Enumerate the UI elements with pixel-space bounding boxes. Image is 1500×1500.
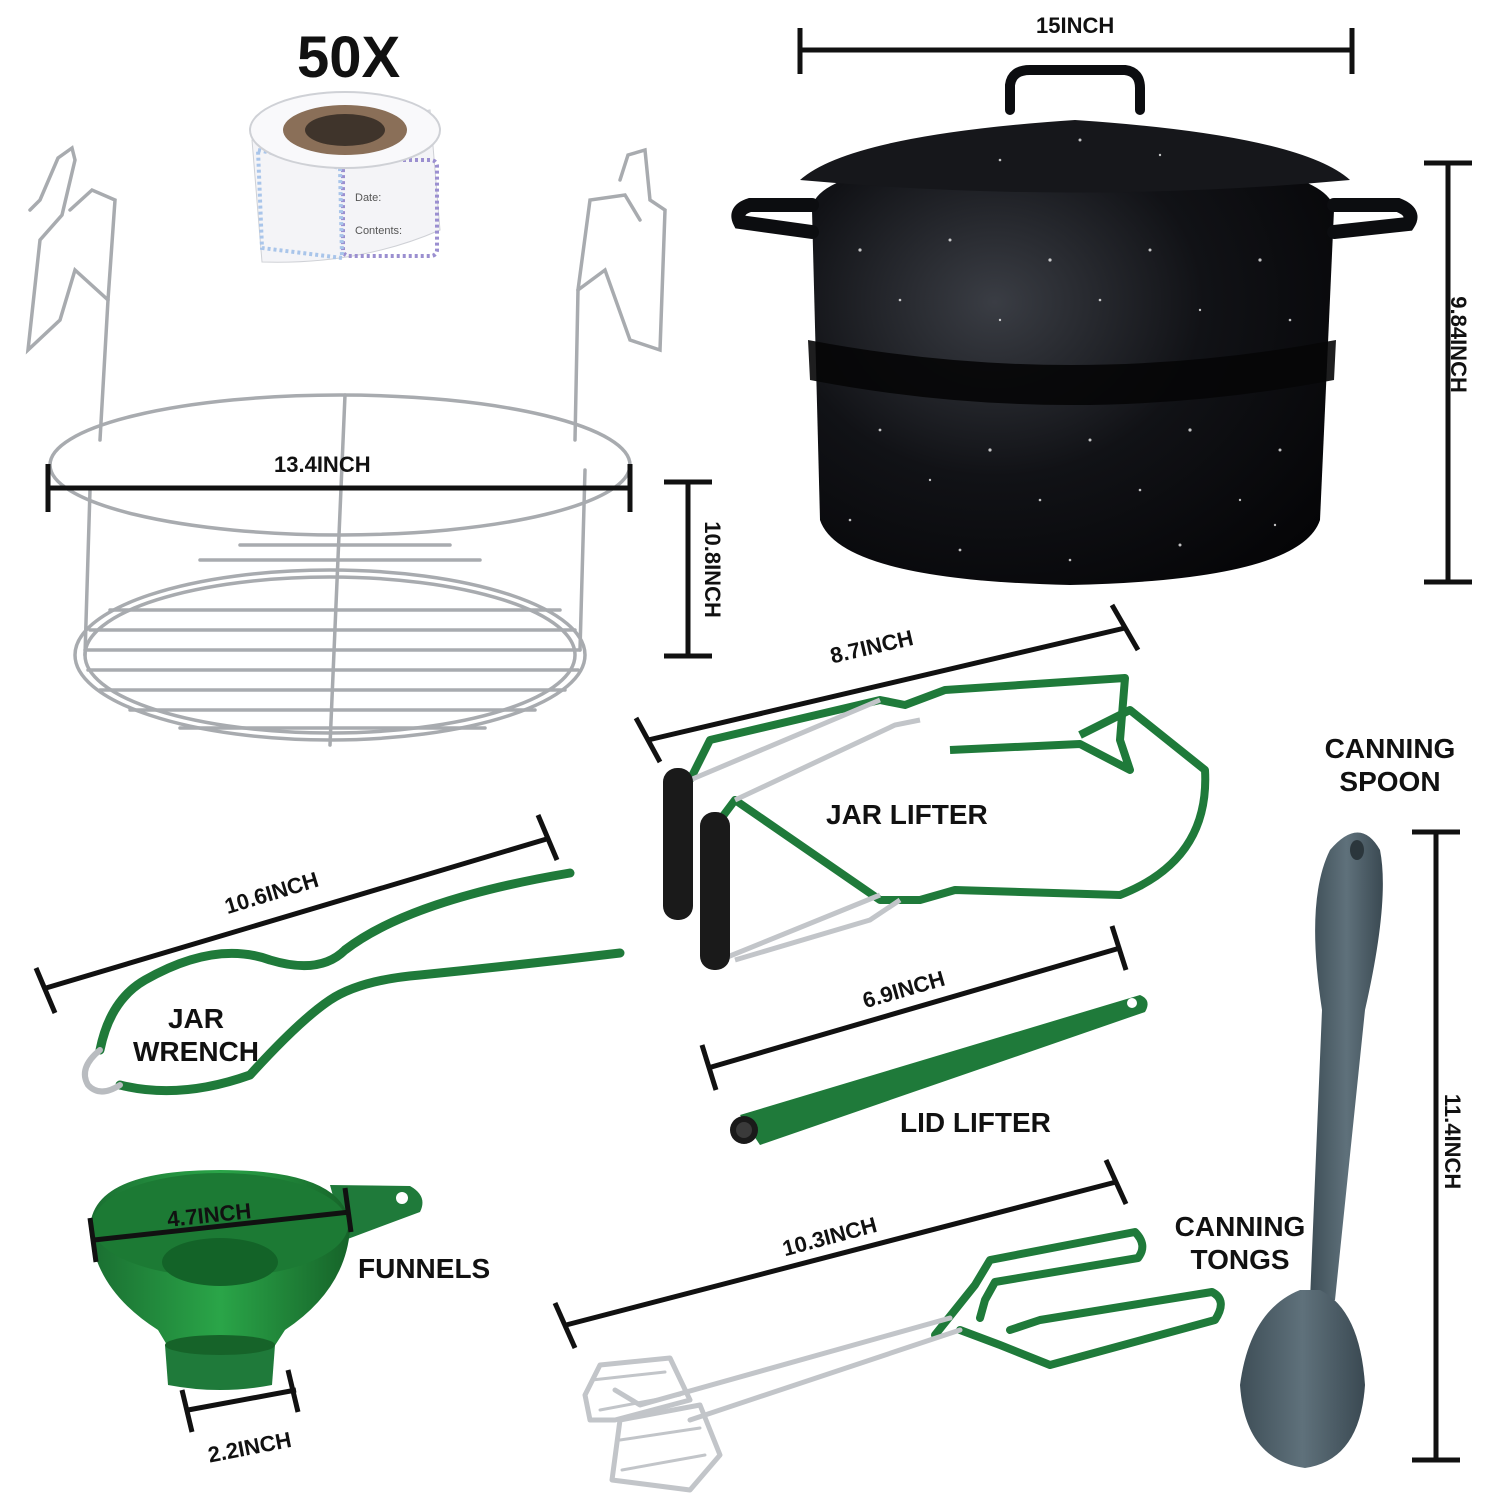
funnel-top-dimension	[87, 1187, 354, 1263]
sticker-contents-field: Contents:	[355, 225, 403, 237]
jar-lifter	[663, 674, 1210, 970]
canning-spoon-label-line1: CANNING	[1324, 733, 1456, 764]
jar-wrench-dimension	[33, 814, 560, 1014]
canning-spoon	[1240, 832, 1383, 1468]
jar-wrench-label: JAR WRENCH	[128, 1004, 264, 1067]
pot-width-label: 15INCH	[1036, 13, 1115, 38]
pot-height-dimension	[1424, 160, 1472, 585]
jar-lifter-label: JAR LIFTER	[826, 799, 988, 830]
sticker-count-label: 50X	[297, 25, 401, 90]
funnel-bottom-dimension	[179, 1369, 301, 1433]
funnels-label: FUNNELS	[358, 1253, 491, 1284]
rack-height-dimension	[664, 479, 712, 659]
rack-width-dimension	[45, 464, 633, 512]
jar-lifter-dimension	[633, 603, 1141, 764]
canning-tongs-label: CANNING TONGS	[1170, 1212, 1310, 1275]
canning-spoon-label: CANNING SPOON	[1320, 734, 1460, 797]
pot-height-label: 9.84INCH	[1445, 296, 1471, 393]
enamel-speckles	[848, 138, 1292, 562]
lid-lifter-dimension	[699, 925, 1129, 1091]
pot-width-dimension	[797, 28, 1355, 74]
canning-spoon-label-line2: SPOON	[1339, 766, 1441, 798]
sticker-date-field: Date:	[355, 192, 382, 204]
spoon-dimension	[1412, 829, 1460, 1463]
tongs-dimension	[552, 1158, 1129, 1350]
lid-lifter	[730, 995, 1148, 1145]
rack-height-label: 10.8INCH	[699, 521, 725, 618]
label-roll	[249, 91, 441, 263]
jar-wrench	[82, 868, 625, 1096]
canning-pot	[731, 65, 1418, 585]
lid-lifter-label: LID LIFTER	[900, 1107, 1051, 1138]
rack-width-label: 13.4INCH	[274, 452, 371, 477]
canning-tongs-label-line2: TONGS	[1190, 1244, 1290, 1276]
jar-wrench-label-line2: WRENCH	[133, 1036, 259, 1068]
jar-wrench-label-line1: JAR	[167, 1003, 224, 1034]
canning-tongs	[582, 1228, 1225, 1493]
canning-tongs-label-line1: CANNING	[1174, 1211, 1306, 1242]
spoon-length-label: 11.4INCH	[1440, 1093, 1466, 1190]
